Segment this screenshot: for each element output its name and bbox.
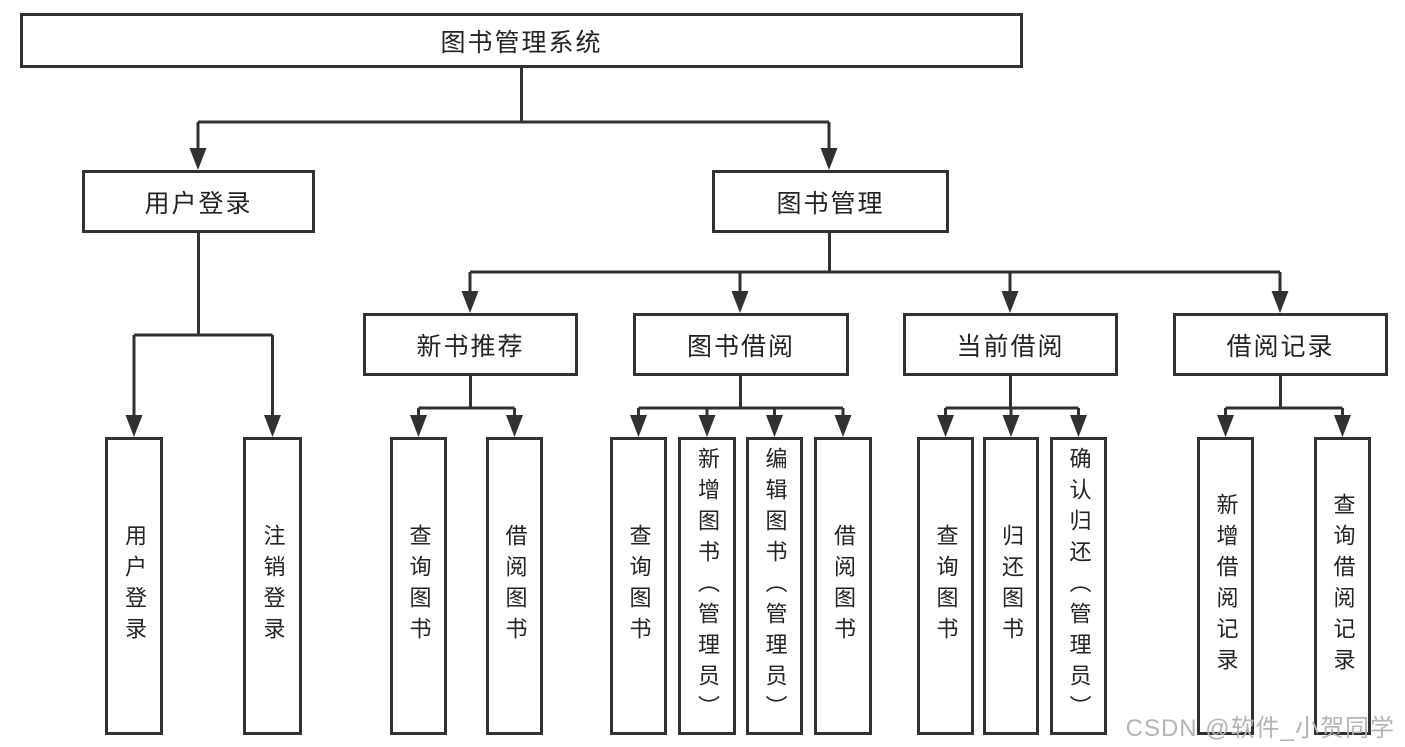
- leaf-label: 借阅图书: [831, 524, 856, 648]
- node-user-login: 用户登录: [82, 170, 315, 233]
- node-current-borrowing: 当前借阅: [903, 313, 1118, 376]
- node-label: 用户登录: [144, 189, 253, 218]
- leaf-current-query-books: 查询图书: [917, 437, 974, 735]
- leaf-label: 新增图书（管理员）: [695, 446, 720, 726]
- leaf-recommend-borrow-books: 借阅图书: [486, 437, 543, 735]
- node-label: 借阅记录: [1226, 332, 1335, 361]
- leaf-records-query-record: 查询借阅记录: [1314, 437, 1371, 735]
- leaf-borrowing-borrow-books: 借阅图书: [814, 437, 872, 735]
- leaf-label: 查询借阅记录: [1330, 493, 1356, 679]
- node-label: 图书管理系统: [440, 28, 603, 57]
- node-borrowing-records: 借阅记录: [1173, 313, 1388, 376]
- leaf-label: 借阅图书: [502, 524, 528, 648]
- arrowheads: [125, 148, 1351, 437]
- node-label: 图书管理: [776, 189, 885, 218]
- node-book-borrowing: 图书借阅: [633, 313, 849, 376]
- node-label: 当前借阅: [956, 332, 1065, 361]
- leaf-borrowing-query-books: 查询图书: [610, 437, 667, 735]
- leaf-current-return-books: 归还图书: [983, 437, 1039, 735]
- leaf-label: 查询图书: [406, 524, 432, 648]
- leaf-user-login: 用户登录: [105, 437, 163, 735]
- node-new-book-recommendation: 新书推荐: [363, 313, 578, 376]
- leaf-label: 查询图书: [626, 524, 652, 648]
- leaf-recommend-query-books: 查询图书: [390, 437, 447, 735]
- leaf-label: 归还图书: [999, 524, 1024, 648]
- node-library-management-system: 图书管理系统: [20, 13, 1023, 68]
- leaf-label: 查询图书: [933, 524, 959, 648]
- leaf-label: 用户登录: [122, 524, 147, 648]
- leaf-label: 编辑图书（管理员）: [762, 446, 788, 726]
- node-label: 新书推荐: [416, 332, 525, 361]
- leaf-records-add-record: 新增借阅记录: [1197, 437, 1254, 735]
- node-book-management: 图书管理: [712, 170, 949, 233]
- leaf-borrowing-add-book-admin: 新增图书（管理员）: [678, 437, 736, 735]
- leaf-label: 新增借阅记录: [1213, 493, 1239, 679]
- leaf-current-confirm-return-admin: 确认归还（管理员）: [1050, 437, 1107, 735]
- leaf-label: 注销登录: [260, 524, 286, 648]
- csdn-watermark: CSDN @软件_小贺同学: [1125, 715, 1395, 742]
- leaf-label: 确认归还（管理员）: [1066, 446, 1092, 726]
- node-label: 图书借阅: [686, 332, 795, 361]
- leaf-logout: 注销登录: [243, 437, 302, 735]
- leaf-borrowing-edit-book-admin: 编辑图书（管理员）: [746, 437, 803, 735]
